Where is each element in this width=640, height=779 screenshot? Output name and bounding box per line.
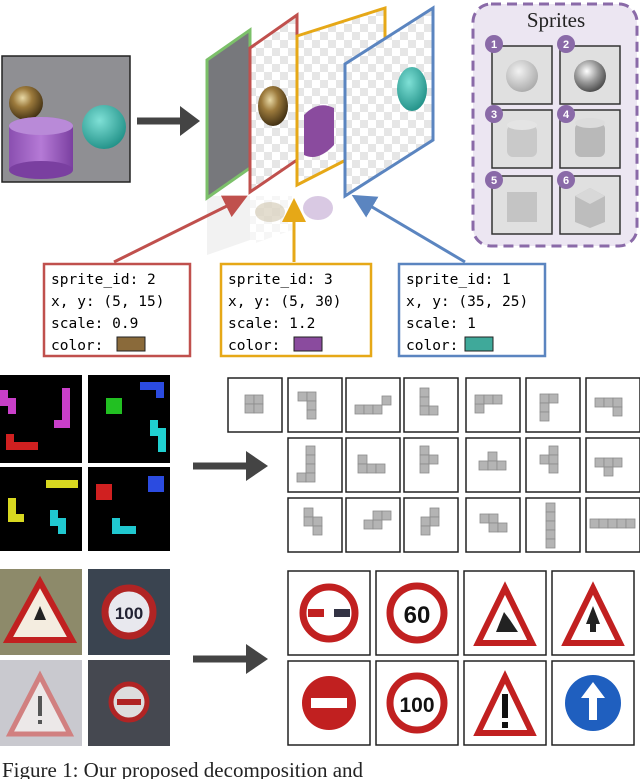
svg-text:scale: 1.2: scale: 1.2 bbox=[228, 316, 315, 332]
traffic-arrow bbox=[193, 644, 268, 674]
svg-text:6: 6 bbox=[563, 175, 569, 187]
layer-stack bbox=[205, 5, 435, 255]
svg-text:2: 2 bbox=[563, 39, 569, 51]
svg-text:x, y: (5, 15): x, y: (5, 15) bbox=[51, 294, 165, 310]
figure-caption: Figure 1: Our proposed decomposition and bbox=[2, 758, 364, 779]
annotation-box-sprite-1: sprite_id: 1 x, y: (35, 25) scale: 1 col… bbox=[397, 262, 547, 358]
sprite-number-3: 3 bbox=[485, 105, 503, 123]
background-layer bbox=[205, 27, 252, 201]
sign-number: 60 bbox=[404, 602, 431, 629]
traffic-input-grid: 100 bbox=[0, 569, 170, 746]
annotation-box-sprite-3: sprite_id: 3 x, y: (5, 30) scale: 1.2 co… bbox=[219, 262, 373, 358]
input-scene-image bbox=[1, 55, 131, 183]
traffic-sprite-grid: 60 100 bbox=[287, 570, 635, 746]
svg-text:color:: color: bbox=[228, 338, 280, 354]
svg-text:4: 4 bbox=[563, 109, 570, 121]
sprite-number-6: 6 bbox=[557, 171, 575, 189]
svg-text:scale: 0.9: scale: 0.9 bbox=[51, 316, 138, 332]
color-swatch bbox=[116, 336, 146, 352]
sign-number: 100 bbox=[399, 694, 434, 717]
annotation-connectors bbox=[113, 194, 466, 264]
tetris-sprite-grid bbox=[227, 377, 640, 553]
layer-teal-sphere bbox=[343, 5, 435, 199]
svg-text:5: 5 bbox=[491, 175, 497, 187]
decompose-arrow bbox=[137, 106, 200, 136]
tetris-arrow bbox=[193, 451, 268, 481]
sign-number: 100 bbox=[115, 604, 143, 623]
sprite-number-2: 2 bbox=[557, 35, 575, 53]
svg-text:sprite_id: 3: sprite_id: 3 bbox=[228, 272, 333, 288]
svg-text:1: 1 bbox=[491, 39, 497, 51]
svg-text:color:: color: bbox=[406, 338, 458, 354]
sprite-number-1: 1 bbox=[485, 35, 503, 53]
svg-text:sprite_id: 1: sprite_id: 1 bbox=[406, 272, 511, 288]
svg-text:color:: color: bbox=[51, 338, 103, 354]
annotation-box-sprite-2: sprite_id: 2 x, y: (5, 15) scale: 0.9 co… bbox=[42, 262, 192, 358]
svg-text:sprite_id: 2: sprite_id: 2 bbox=[51, 272, 156, 288]
svg-text:x, y: (35, 25): x, y: (35, 25) bbox=[406, 294, 528, 310]
color-swatch bbox=[464, 336, 494, 352]
sprites-title: Sprites bbox=[527, 8, 585, 32]
sprite-number-5: 5 bbox=[485, 171, 503, 189]
sprite-number-4: 4 bbox=[557, 105, 575, 123]
svg-text:3: 3 bbox=[491, 109, 497, 121]
svg-text:x, y: (5, 30): x, y: (5, 30) bbox=[228, 294, 342, 310]
svg-text:scale: 1: scale: 1 bbox=[406, 316, 476, 332]
tetris-input-grid bbox=[0, 375, 170, 551]
sprites-panel: Sprites 1 2 3 4 bbox=[471, 2, 639, 248]
color-swatch bbox=[293, 336, 323, 352]
